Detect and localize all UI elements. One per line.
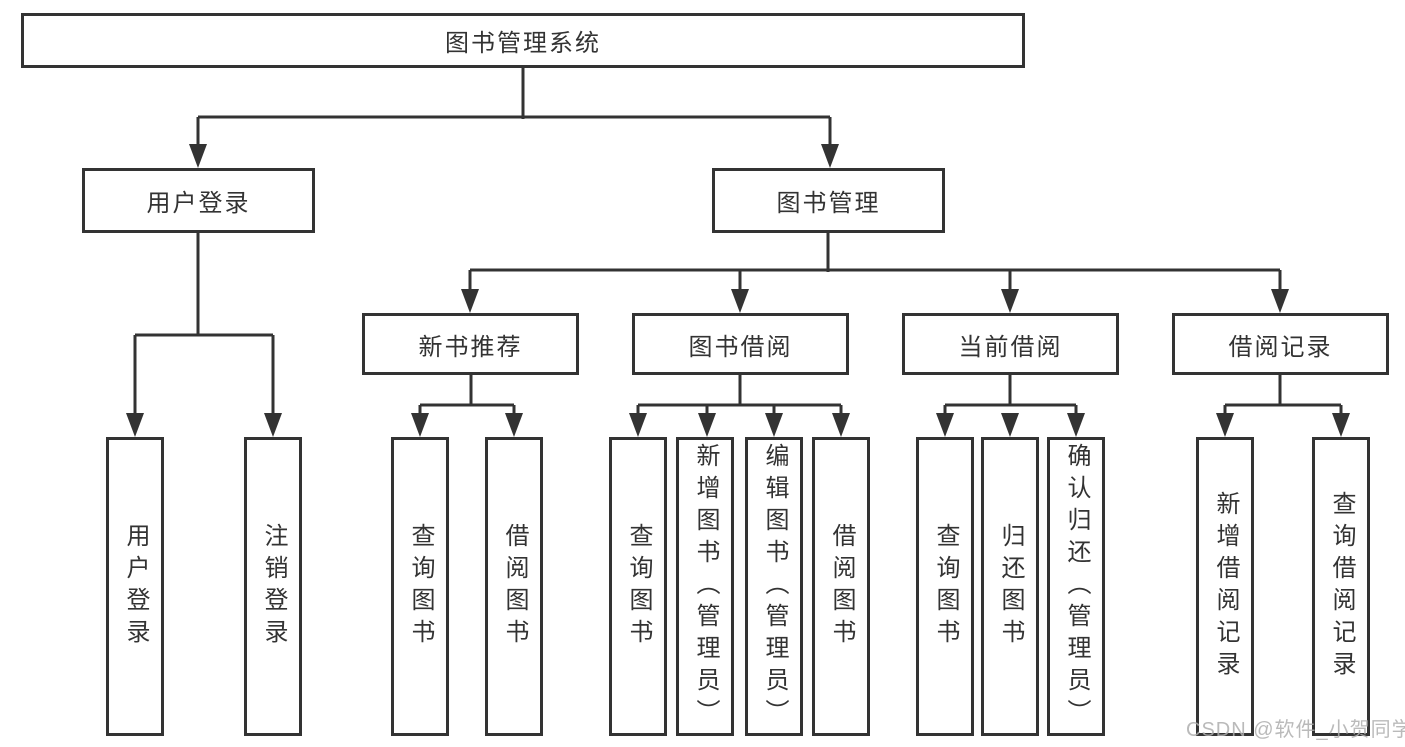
leaf-query-books-recommend: 查询图书: [391, 437, 449, 736]
leaf-label: 新增借阅记录: [1212, 490, 1239, 683]
node-user-login: 用户登录: [82, 168, 315, 233]
leaf-add-borrow-record: 新增借阅记录: [1196, 437, 1254, 736]
leaf-borrow-books: 借阅图书: [812, 437, 870, 736]
node-book-management: 图书管理: [712, 168, 945, 233]
leaf-label: 确认归还（管理员）: [1063, 442, 1090, 731]
connector-lines: [133, 68, 1343, 416]
leaf-label: 用户登录: [122, 522, 149, 651]
node-borrow-records: 借阅记录: [1172, 313, 1389, 375]
leaf-edit-books-admin: 编辑图书（管理员）: [745, 437, 803, 736]
node-label: 借阅记录: [1228, 333, 1333, 361]
node-new-book-recommend: 新书推荐: [362, 313, 579, 375]
node-label: 图书管理: [776, 190, 881, 217]
leaf-add-books-admin: 新增图书（管理员）: [676, 437, 734, 736]
leaf-query-borrow-record: 查询借阅记录: [1312, 437, 1370, 736]
node-book-borrow: 图书借阅: [632, 313, 849, 375]
leaf-query-books-current: 查询图书: [916, 437, 974, 736]
leaf-confirm-return-admin: 确认归还（管理员）: [1047, 437, 1105, 736]
leaf-label: 编辑图书（管理员）: [761, 442, 788, 731]
node-current-borrow: 当前借阅: [902, 313, 1119, 375]
leaf-label: 注销登录: [260, 522, 287, 651]
leaf-label: 归还图书: [997, 522, 1024, 651]
leaf-query-books-borrow: 查询图书: [609, 437, 667, 736]
leaf-label: 查询图书: [625, 522, 652, 651]
leaf-borrow-books-recommend: 借阅图书: [485, 437, 543, 736]
leaf-logout: 注销登录: [244, 437, 302, 736]
leaf-label: 查询借阅记录: [1328, 490, 1355, 683]
leaf-user-login: 用户登录: [106, 437, 164, 736]
node-label: 当前借阅: [958, 333, 1063, 361]
csdn-watermark: CSDN @软件_小贺同学: [1186, 719, 1405, 741]
leaf-label: 新增图书（管理员）: [692, 442, 719, 731]
leaf-label: 查询图书: [407, 522, 434, 651]
node-label: 图书管理系统: [445, 30, 601, 57]
leaf-label: 查询图书: [932, 522, 959, 651]
leaf-return-books: 归还图书: [981, 437, 1039, 736]
node-library-system: 图书管理系统: [21, 13, 1025, 68]
leaf-label: 借阅图书: [501, 522, 528, 651]
node-label: 图书借阅: [688, 333, 793, 361]
node-label: 用户登录: [146, 190, 251, 217]
node-label: 新书推荐: [418, 333, 523, 361]
leaf-label: 借阅图书: [828, 522, 855, 651]
